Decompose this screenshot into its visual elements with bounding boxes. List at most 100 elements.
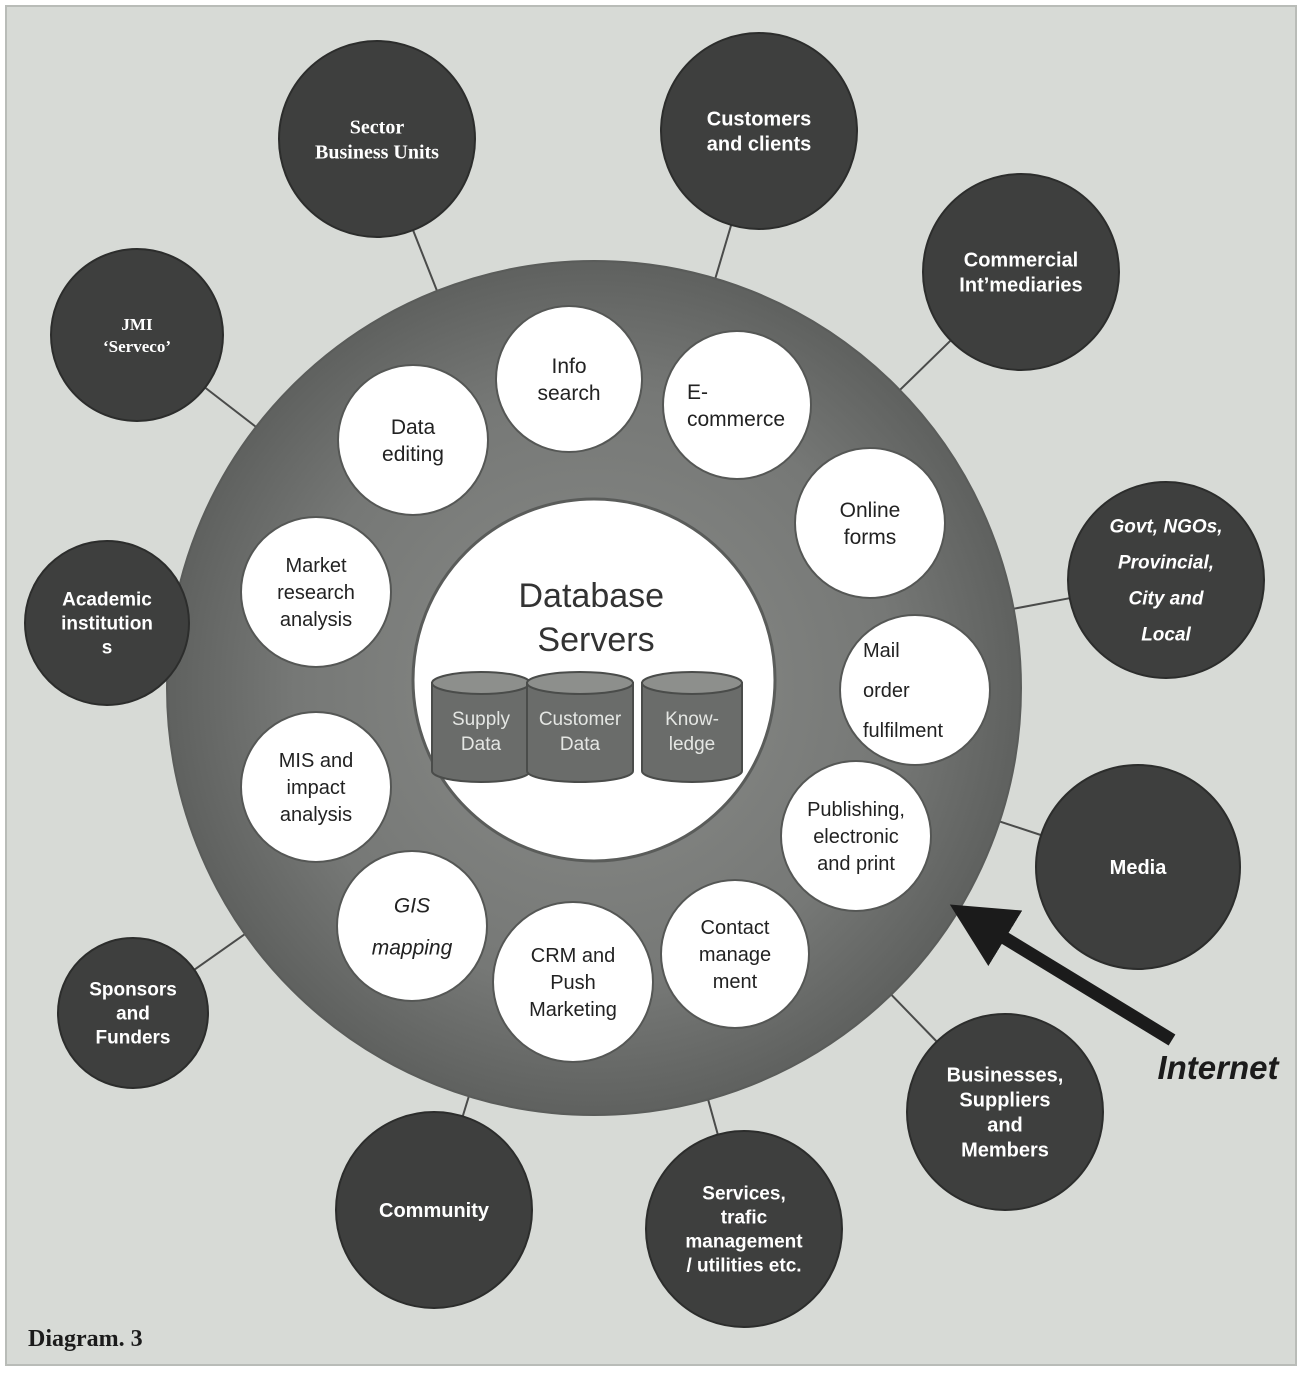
service-contact-management: Contact manage ment [660, 879, 810, 1029]
stakeholder-media-label-line: Media [1110, 857, 1168, 879]
stakeholder-services-utilities-label-line: / utilities etc. [686, 1256, 801, 1277]
stakeholder-media-label: Media [1110, 857, 1168, 879]
service-publishing-label-line: electronic [813, 826, 899, 848]
connector-sponsors-funders [190, 929, 251, 973]
stakeholder-media: Media [1035, 764, 1241, 970]
service-circle [839, 614, 991, 766]
stakeholder-commercial-intermediaries-label-line: Int’mediaries [959, 275, 1082, 297]
database-1-label-line: Data [560, 734, 601, 755]
stakeholder-circle [660, 32, 858, 230]
service-circle [337, 364, 489, 516]
service-contact-management-label-line: ment [713, 971, 758, 993]
database-1-label-line: Customer [539, 709, 622, 730]
stakeholder-customers-clients-label-line: Customers [707, 109, 811, 131]
service-circle [794, 447, 946, 599]
service-mail-order-label-line: order [863, 680, 910, 702]
stakeholder-govt-ngos-label-line: Govt, NGOs, [1110, 517, 1223, 538]
stakeholder-circle [57, 937, 209, 1089]
stakeholder-academic-institutions-label-line: s [102, 638, 113, 659]
stakeholder-services-utilities: Services, trafic management / utilities etc… [645, 1130, 843, 1328]
stakeholder-jmi-serveco-label-line: JMI [121, 315, 153, 334]
service-online-forms-label: Online forms [840, 499, 901, 549]
stakeholder-sector-business-units-label-line: Business Units [315, 142, 439, 164]
stakeholder-community-label-line: Community [379, 1200, 490, 1222]
stakeholder-commercial-intermediaries-label-line: Commercial [964, 250, 1079, 272]
stakeholder-circle [906, 1013, 1104, 1211]
service-mis-label-line: MIS and [279, 750, 353, 772]
service-online-forms-label-line: Online [840, 499, 901, 522]
stakeholder-circle [1067, 481, 1265, 679]
stakeholder-academic-institutions-label-line: institution [61, 614, 153, 635]
connector-commercial-intermediaries [894, 336, 955, 395]
service-e-commerce-label-line: commerce [687, 408, 785, 431]
hub-title-line-2: Servers [537, 621, 654, 659]
service-contact-management-label: Contact manage ment [699, 917, 771, 993]
stakeholder-customers-clients-label-line: and clients [707, 134, 811, 156]
service-gis: GIS mapping [336, 850, 488, 1002]
database-0-label-line: Data [461, 734, 502, 755]
stakeholder-govt-ngos-label-line: City and [1129, 589, 1204, 610]
connector-businesses-suppliers [886, 989, 941, 1046]
stakeholder-circle [645, 1130, 843, 1328]
stakeholder-customers-clients: Customers and clients [660, 32, 858, 230]
service-contact-management-label-line: Contact [701, 917, 770, 939]
service-online-forms-label-line: forms [844, 526, 897, 549]
service-contact-management-label-line: manage [699, 944, 771, 966]
stakeholder-jmi-serveco-label: JMI‘Serveco’ [103, 315, 171, 356]
stakeholder-services-utilities-label-line: trafic [721, 1208, 768, 1229]
stakeholder-circle [1035, 764, 1241, 970]
stakeholder-jmi-serveco: JMI‘Serveco’ [50, 248, 224, 422]
connector-govt-ngos [1007, 596, 1074, 611]
service-circle [662, 330, 812, 480]
stakeholder-services-utilities-label-line: Services, [702, 1184, 785, 1205]
stakeholder-services-utilities-label-line: management [685, 1232, 803, 1253]
connector-sector-business-units [410, 226, 441, 297]
service-data-editing-label-line: Data [391, 416, 436, 439]
stakeholder-businesses-suppliers-label-line: and [987, 1115, 1023, 1137]
service-mis-label-line: analysis [280, 804, 352, 826]
stakeholder-community-label: Community [379, 1200, 490, 1222]
service-circle [660, 879, 810, 1029]
service-circle [240, 711, 392, 863]
service-info-search-label-line: Info [551, 355, 586, 378]
service-crm-label-line: Marketing [529, 999, 617, 1021]
stakeholder-sponsors-funders-label-line: and [116, 1004, 150, 1025]
service-publishing-label-line: and print [817, 853, 895, 875]
service-market-research-label-line: analysis [280, 609, 352, 631]
service-mail-order-label-line: fulfilment [863, 720, 943, 742]
service-crm-label-line: CRM and [531, 945, 615, 967]
service-gis-label-line: mapping [372, 936, 453, 959]
service-publishing-label: Publishing, electronic and print [807, 799, 905, 875]
database-2-label-line: Know- [665, 709, 719, 730]
database-2-label-line: ledge [669, 734, 716, 755]
cylinder-body [431, 682, 531, 783]
database-0-label-line: Supply [452, 709, 511, 730]
service-gis-label-line: GIS [394, 894, 430, 917]
connector-media [993, 818, 1046, 838]
stakeholder-govt-ngos-label-line: Provincial, [1118, 553, 1214, 574]
stakeholder-circle [24, 540, 190, 706]
service-market-research-label-line: research [277, 582, 355, 604]
service-publishing-label-line: Publishing, [807, 799, 905, 821]
